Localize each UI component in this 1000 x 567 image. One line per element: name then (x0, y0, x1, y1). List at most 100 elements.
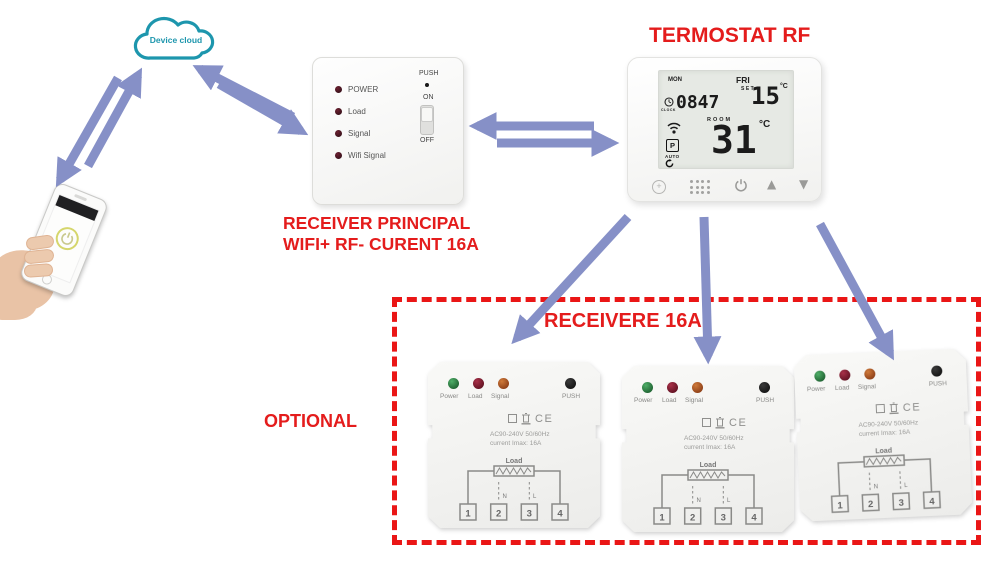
wiring-diagram: Load N L 1 2 3 4 (459, 458, 569, 521)
push-button[interactable] (759, 382, 770, 393)
voltage-spec: AC90-240V 50/60Hz (684, 435, 744, 442)
push-label: PUSH (928, 380, 948, 388)
weee-bin-icon (889, 401, 900, 414)
lcd-set-unit: °C (780, 83, 788, 90)
power-led-icon (448, 378, 459, 389)
load-led-label: Load (468, 393, 483, 400)
wifi-led-icon (335, 151, 342, 159)
wiring-diagram: Load N L 1 2 3 4 (824, 443, 947, 514)
thermostat-device: MON FRI SET 15 °C CLOCK 0847 ROOM 31 °C … (627, 57, 822, 202)
ce-mark: CE (902, 400, 922, 414)
switch-knob[interactable] (421, 107, 433, 122)
signal-led-icon (335, 129, 342, 137)
terminal-4: 4 (929, 496, 935, 507)
signal-led-label: Signal (857, 383, 877, 392)
spec-text: AC90-240V 50/60Hz current Imax: 16A (858, 417, 963, 440)
certification-marks: CE (876, 400, 922, 415)
receiver-caption-line2: WIFI+ RF- CURENT 16A (283, 233, 479, 254)
neutral-label: N (874, 484, 879, 490)
on-off-switch[interactable] (420, 105, 434, 135)
wifi-icon (667, 122, 681, 134)
terminal-3: 3 (527, 509, 532, 520)
current-spec: current Imax: 16A (490, 440, 542, 448)
power-button[interactable] (734, 178, 748, 192)
optional-zone-box (392, 297, 981, 545)
push-button[interactable] (931, 365, 942, 376)
optional-label: OPTIONAL (264, 411, 357, 431)
line-label: L (727, 498, 731, 504)
receiver-module-3: Power Load Signal PUSH CE AC90-240V 50/6… (793, 348, 972, 521)
load-led-icon (473, 378, 484, 389)
lcd-clock-label: CLOCK (661, 108, 676, 112)
cloud-icon: Device cloud (133, 16, 215, 60)
terminal-1: 1 (465, 509, 471, 520)
led-power-label: POWER (348, 84, 379, 94)
weee-bin-icon (521, 413, 531, 425)
clock-set-button[interactable]: + (652, 180, 666, 194)
current-spec: current Imax: 16A (684, 444, 736, 452)
module-body: Power Load Signal PUSH CE AC90-240V 50/6… (793, 348, 972, 521)
spec-text: AC90-240V 50/60Hz current Imax: 16A (684, 434, 788, 453)
device-cloud: Device cloud (126, 4, 226, 70)
led-wifi-label: Wifi Signal (348, 150, 386, 160)
load-led-icon (335, 107, 342, 115)
double-insulation-icon (702, 418, 711, 427)
load-led-icon (839, 369, 850, 380)
ce-mark: CE (729, 416, 748, 429)
led-signal: Signal (335, 126, 370, 140)
terminal-3: 3 (898, 498, 904, 509)
terminal-2: 2 (690, 513, 695, 524)
terminal-4: 4 (751, 513, 757, 524)
push-label: PUSH (562, 393, 581, 400)
receiver-caption-line1: RECEIVER PRINCIPAL (283, 213, 471, 233)
power-led-icon (335, 85, 342, 93)
certification-marks: CE (508, 412, 553, 425)
lcd-set-temp: 15 (751, 82, 780, 110)
lcd-day-main: FRI (736, 75, 750, 85)
terminal-2: 2 (496, 509, 501, 520)
wiring-diagram: Load N L 1 2 3 4 (653, 462, 763, 525)
lcd-room-label: ROOM (707, 117, 733, 123)
terminal-1: 1 (837, 500, 843, 511)
led-load: Load (335, 104, 366, 118)
signal-led-icon (498, 378, 509, 389)
push-label: PUSH (419, 70, 439, 77)
push-button[interactable] (425, 83, 429, 87)
receiver-module-1: Power Load Signal PUSH CE AC90-240V 50/6… (428, 362, 600, 528)
load-led-icon (667, 382, 678, 393)
terminal-4: 4 (557, 509, 563, 520)
thermostat-title: TERMOSTAT RF (649, 24, 811, 47)
certification-marks: CE (702, 416, 747, 429)
arrow-cloud-to-phone (55, 75, 122, 188)
receiver-module-2: Power Load Signal PUSH CE AC90-240V 50/6… (622, 366, 794, 532)
arrow-cloud-to-receiver (216, 80, 309, 136)
line-label: L (904, 483, 908, 489)
signal-led-icon (692, 382, 703, 393)
menu-dots-button[interactable] (690, 180, 710, 194)
arrow-receiver-to-cloud (192, 65, 296, 121)
signal-led-label: Signal (491, 393, 510, 400)
power-led-label: Power (634, 397, 653, 404)
load-led-label: Load (834, 384, 850, 393)
finger (23, 263, 54, 278)
receiver-principal-caption: RECEIVER PRINCIPAL WIFI+ RF- CURENT 16A (283, 213, 479, 254)
thermostat-lcd: MON FRI SET 15 °C CLOCK 0847 ROOM 31 °C … (658, 70, 794, 169)
terminal-1: 1 (659, 513, 665, 524)
cloud-label: Device cloud (150, 35, 202, 45)
smartphone-in-hand (0, 181, 122, 321)
led-signal-label: Signal (348, 128, 371, 138)
down-arrow-button[interactable]: ▼ (799, 177, 809, 191)
lcd-set-label: SET (741, 86, 756, 92)
ce-mark: CE (535, 412, 554, 425)
clock-icon (664, 97, 674, 107)
receiver-principal-device: POWER Load Signal Wifi Signal PUSH ON OF… (312, 57, 464, 205)
lcd-day-small: MON (668, 77, 682, 83)
voltage-spec: AC90-240V 50/60Hz (490, 431, 550, 438)
spec-text: AC90-240V 50/60Hz current Imax: 16A (490, 430, 594, 449)
up-arrow-button[interactable]: ▲ (767, 177, 777, 191)
push-button[interactable] (565, 378, 576, 389)
line-label: L (533, 494, 537, 500)
load-label: Load (506, 458, 523, 465)
terminal-2: 2 (868, 499, 874, 510)
power-led-icon (814, 370, 825, 381)
